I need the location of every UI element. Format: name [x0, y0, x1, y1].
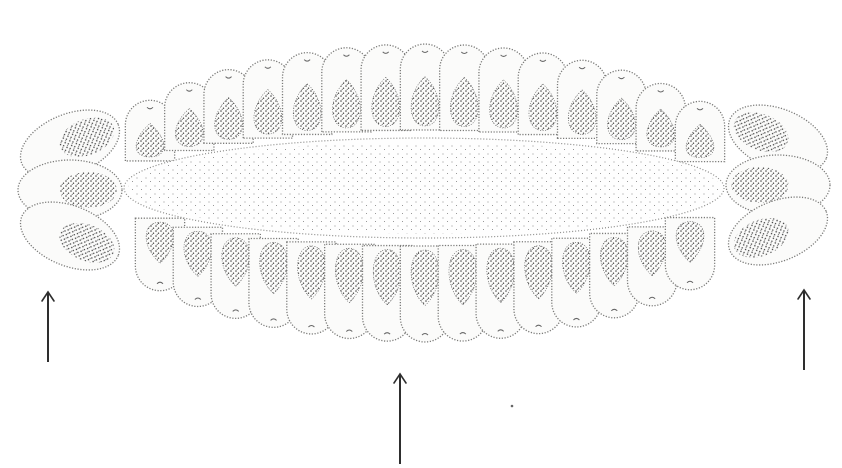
upper-lobe [675, 101, 724, 161]
central-body-stipple [128, 142, 720, 234]
end-lobe-stipple [731, 167, 788, 203]
arrow-icon [42, 292, 54, 362]
arrow-icon [394, 374, 406, 464]
speck [511, 405, 514, 408]
arrow-icon [798, 290, 810, 370]
lower-lobe [665, 218, 714, 290]
central-body-group [124, 138, 724, 238]
end-lobe-stipple [60, 172, 117, 208]
